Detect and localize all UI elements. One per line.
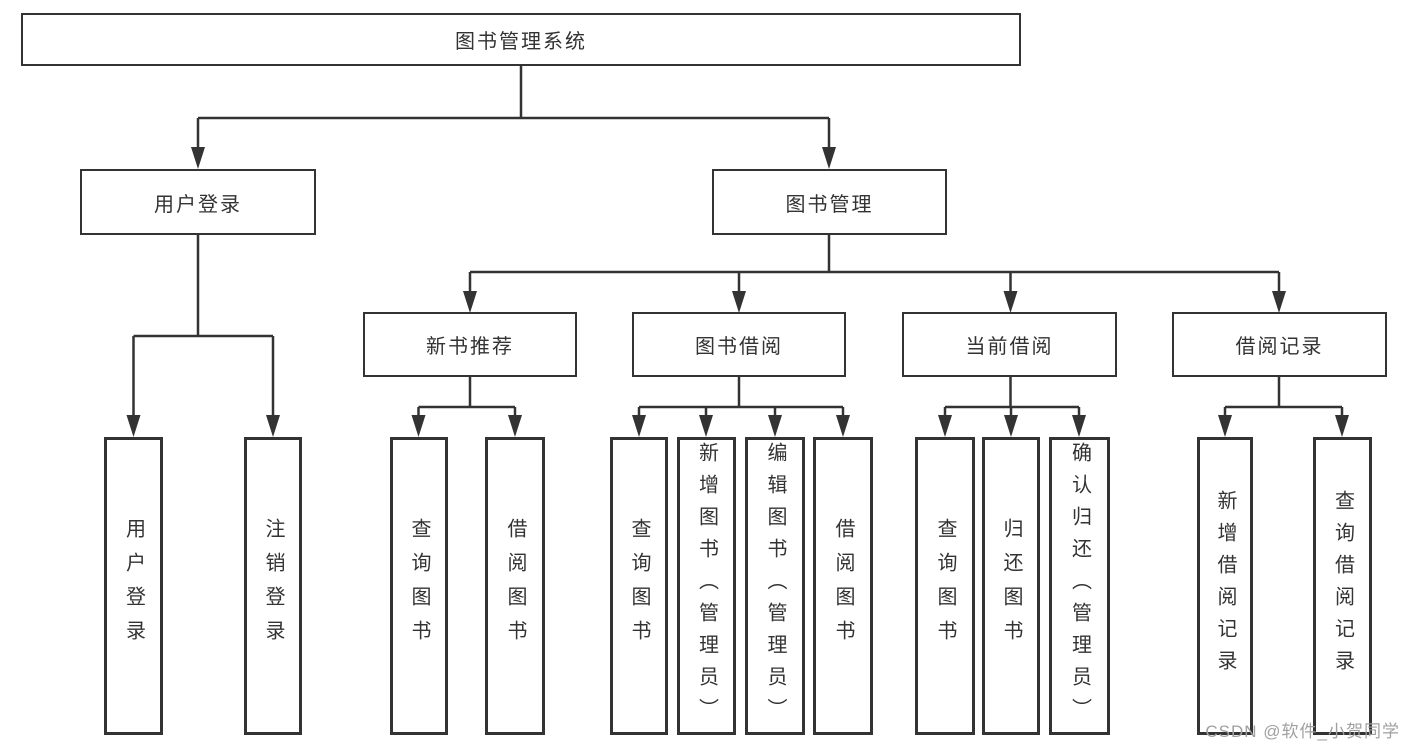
node-label: 确认归还（管理员） (1068, 442, 1091, 730)
leaf-add-borrow-record: 新增借阅记录 (1197, 437, 1253, 735)
node-label: 借阅图书 (832, 518, 854, 654)
node-label: 查询图书 (628, 518, 650, 654)
leaf-query-books-current: 查询图书 (915, 437, 975, 735)
leaf-query-books-borrow: 查询图书 (610, 437, 668, 735)
csdn-watermark: CSDN @软件_小贺同学 (1205, 722, 1400, 741)
node-label: 用户登录 (122, 518, 145, 654)
leaf-query-borrow-record: 查询借阅记录 (1313, 437, 1372, 735)
leaf-borrow-books: 借阅图书 (813, 437, 873, 735)
arrowheads (126, 147, 1349, 437)
node-label: 注销登录 (262, 518, 284, 654)
node-book-borrowing: 图书借阅 (632, 312, 846, 377)
node-label: 借阅图书 (504, 518, 526, 654)
leaf-borrow-books-recommend: 借阅图书 (485, 437, 545, 735)
leaf-edit-books-admin: 编辑图书（管理员） (745, 437, 805, 735)
node-library-management-system: 图书管理系统 (21, 13, 1021, 66)
node-book-management: 图书管理 (712, 169, 947, 235)
tree-edges (132, 66, 1344, 418)
node-label: 新书推荐 (426, 336, 514, 358)
node-label: 查询图书 (934, 518, 956, 654)
leaf-confirm-return-admin: 确认归还（管理员） (1049, 437, 1110, 735)
leaf-query-books-recommend: 查询图书 (390, 437, 448, 735)
leaf-user-login: 用户登录 (104, 437, 163, 735)
node-label: 图书借阅 (695, 336, 783, 358)
node-current-borrowing: 当前借阅 (902, 312, 1117, 377)
leaf-add-books-admin: 新增图书（管理员） (677, 437, 736, 735)
node-label: 图书管理系统 (455, 31, 587, 53)
node-borrowing-records: 借阅记录 (1172, 312, 1387, 377)
node-new-book-recommendation: 新书推荐 (363, 312, 577, 377)
node-label: 新增图书（管理员） (695, 442, 718, 730)
node-label: 当前借阅 (965, 336, 1054, 358)
leaf-logout: 注销登录 (244, 437, 302, 735)
node-label: 查询图书 (408, 518, 430, 654)
node-label: 归还图书 (1000, 518, 1022, 654)
node-label: 用户登录 (154, 193, 242, 216)
node-label: 查询借阅记录 (1331, 490, 1354, 682)
node-label: 编辑图书（管理员） (764, 442, 786, 730)
node-user-login: 用户登录 (80, 169, 316, 235)
node-label: 借阅记录 (1235, 336, 1324, 358)
node-label: 图书管理 (785, 193, 874, 216)
leaf-return-books: 归还图书 (982, 437, 1040, 735)
node-label: 新增借阅记录 (1214, 490, 1236, 682)
